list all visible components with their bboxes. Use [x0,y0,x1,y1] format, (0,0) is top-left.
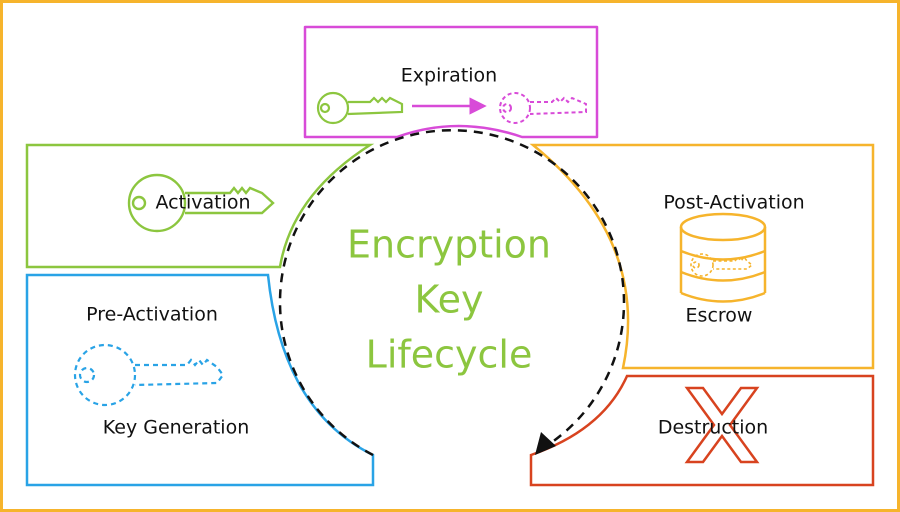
cycle-arrowhead-icon [535,432,556,455]
key-icon [127,173,275,233]
expiration-box [303,25,599,139]
diagram-title: Encryption Key Lifecycle [347,218,551,383]
destruction-box [529,374,875,487]
key-generation-label: Key Generation [102,416,250,439]
lifecycle-cycle-arrow [278,128,626,457]
activation-box [25,143,375,269]
pre-activation-label: Pre-Activation [86,303,218,326]
post-activation-label: Post-Activation [663,191,805,214]
destruction-label: Destruction [657,416,769,439]
dashed-key-icon [499,92,587,124]
escrow-label: Escrow [685,304,753,327]
expiration-label: Expiration [400,64,498,87]
activation-label: Activation [155,191,251,214]
x-cross-icon [684,386,760,464]
database-key-icon [679,212,767,303]
title-line-2: Key [414,277,484,322]
key-icon [316,91,404,125]
title-line-3: Lifecycle [365,332,533,377]
dashed-key-icon [73,343,225,407]
title-line-1: Encryption [346,222,552,267]
